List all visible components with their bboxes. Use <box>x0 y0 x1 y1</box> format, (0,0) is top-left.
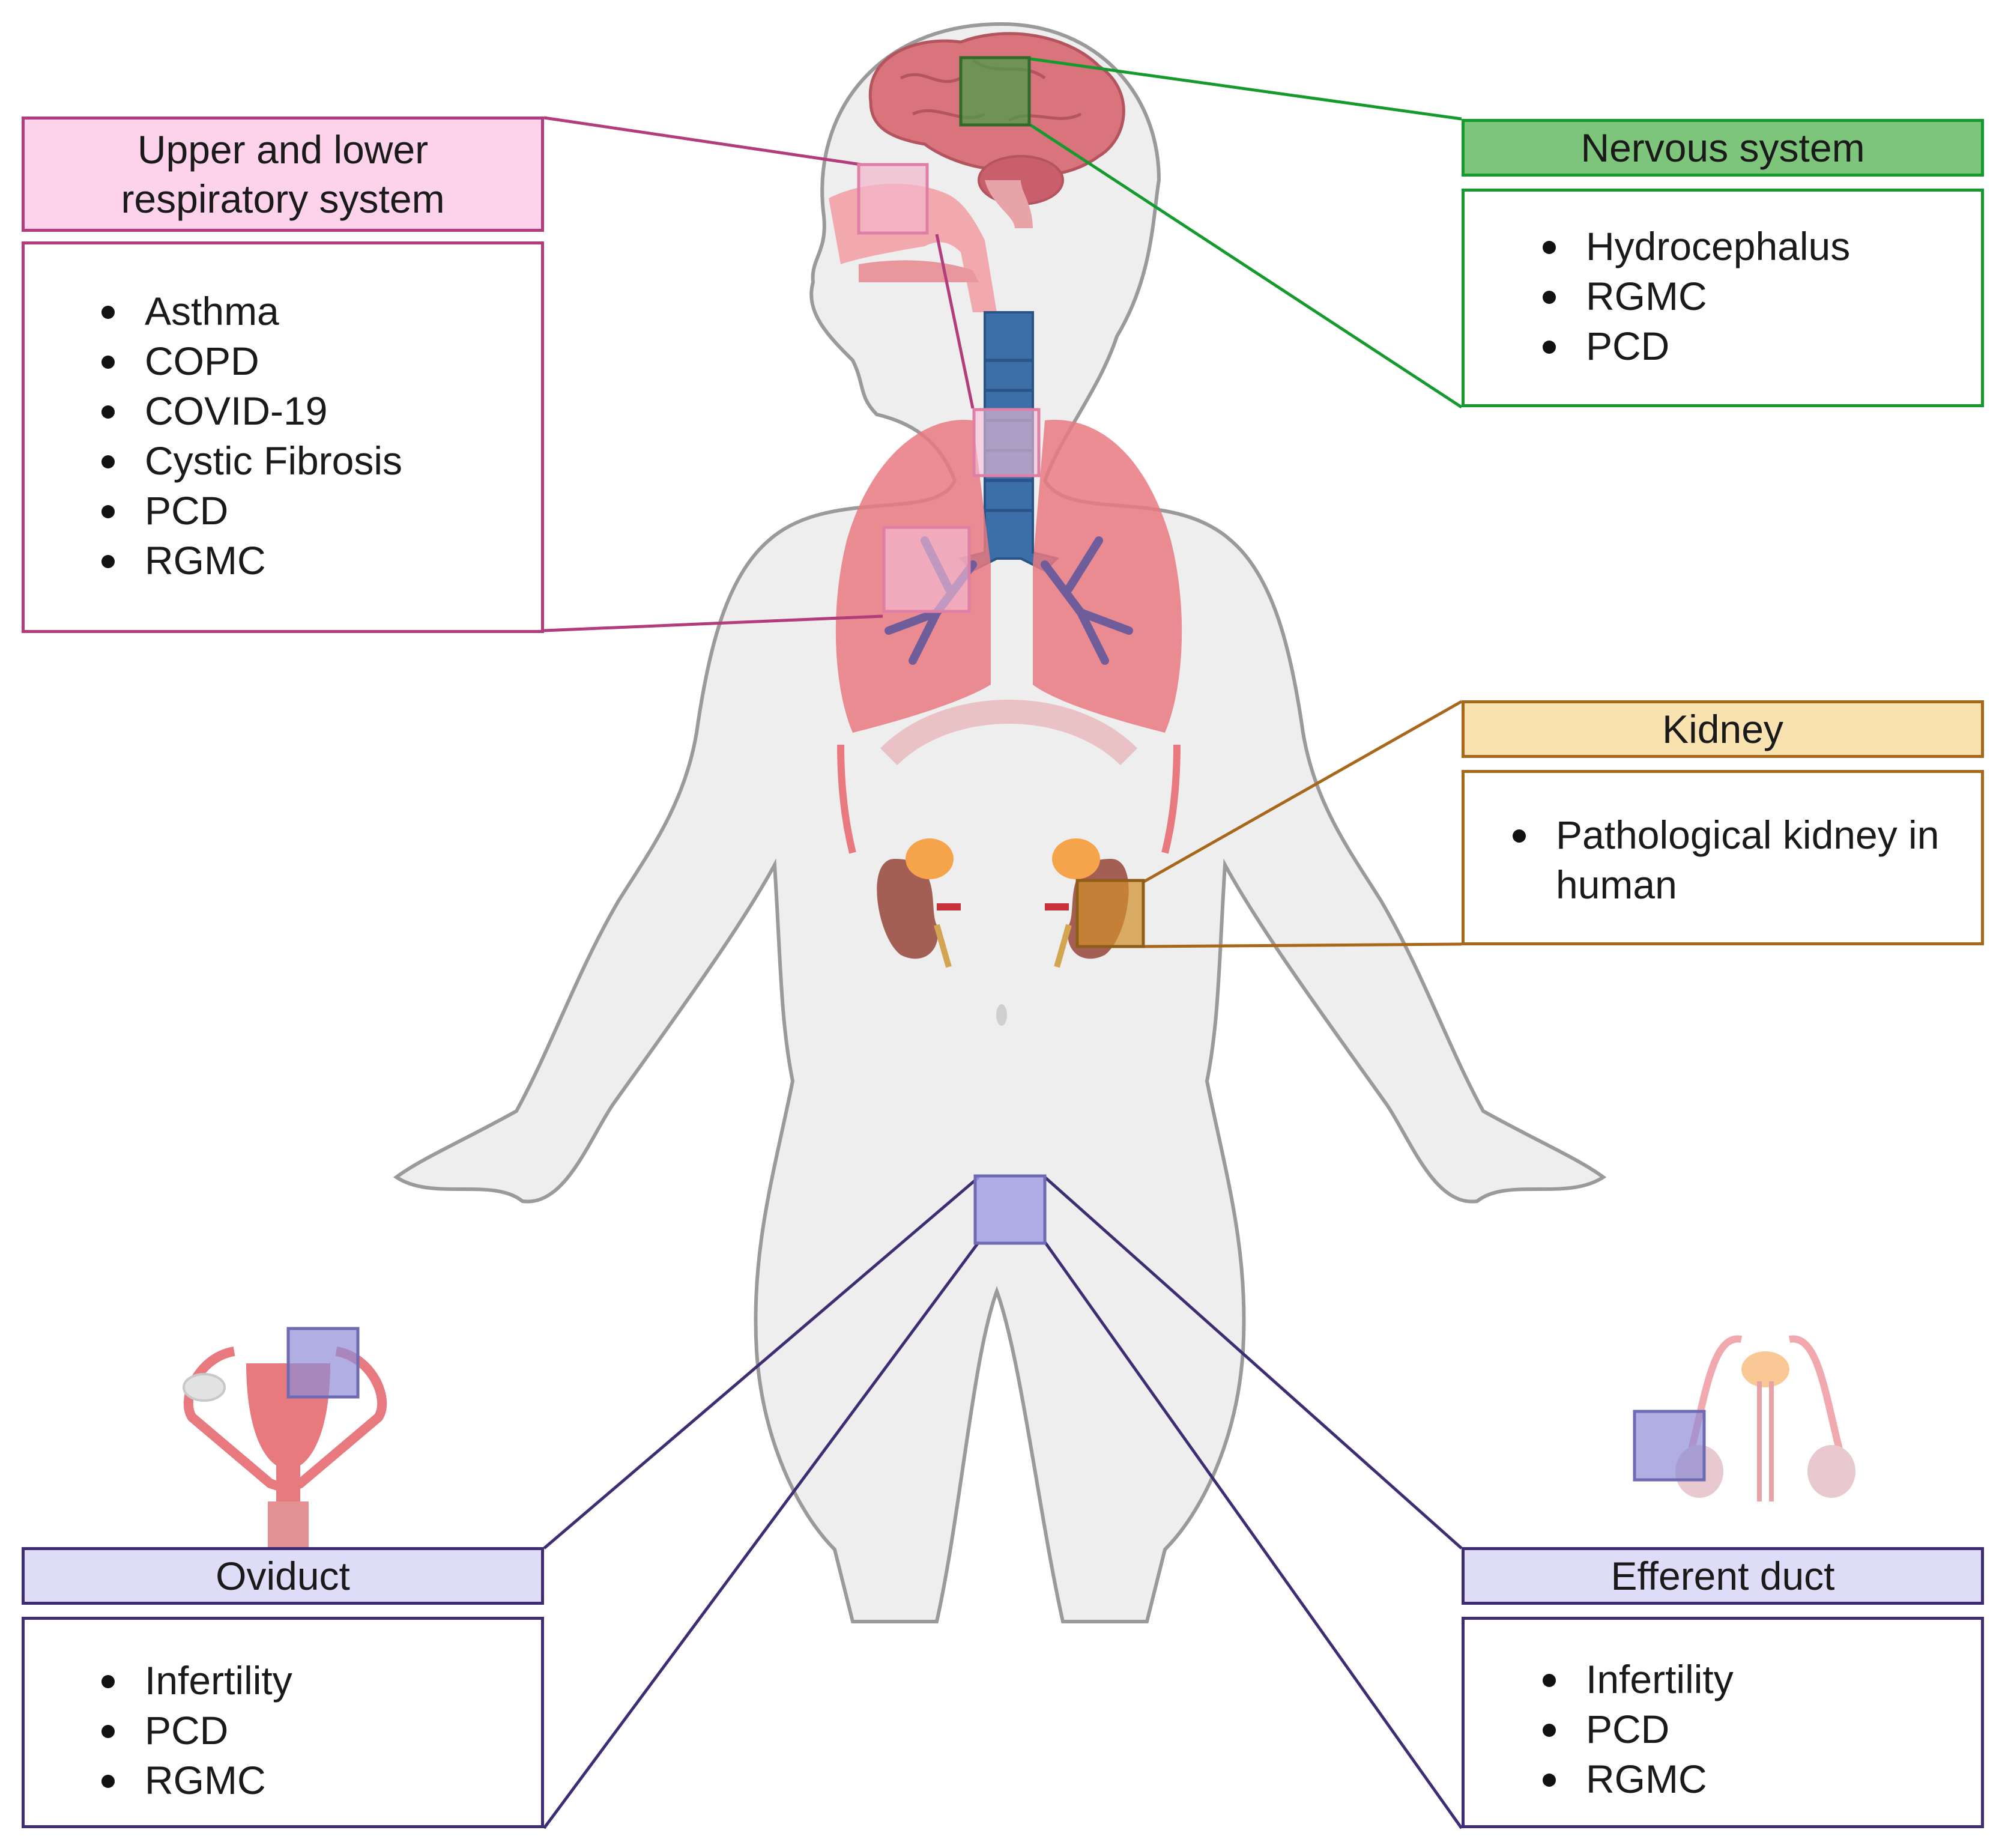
list-item: RGMC <box>101 1756 541 1805</box>
groin-marker <box>973 1174 1047 1245</box>
oviduct-title: Oviduct <box>22 1547 544 1605</box>
kidney-marker <box>1075 879 1145 948</box>
list-item: Infertility <box>101 1656 541 1706</box>
respiratory-title: Upper and lower respiratory system <box>22 117 544 232</box>
list-item: PCD <box>101 1706 541 1756</box>
nervous-disease-list: Hydrocephalus RGMC PCD <box>1462 189 1984 407</box>
respiratory-title-text: Upper and lower respiratory system <box>121 127 445 221</box>
body-silhouette <box>393 22 1607 1623</box>
highlight-markers <box>286 56 1706 1482</box>
uterus-marker <box>286 1327 360 1399</box>
lung-marker <box>882 526 971 613</box>
nervous-marker <box>959 56 1031 127</box>
efferent-duct-title: Efferent duct <box>1462 1547 1984 1605</box>
list-item: Asthma <box>101 286 541 336</box>
trachea-marker <box>972 408 1041 477</box>
list-item: PCD <box>1543 321 1981 371</box>
respiratory-disease-list: Asthma COPD COVID-19 Cystic Fibrosis PCD… <box>22 241 544 633</box>
nasal-marker <box>857 163 929 235</box>
list-item: COVID-19 <box>101 386 541 436</box>
list-item: Pathological kidney in human <box>1513 810 1952 910</box>
uterus-illustration <box>183 1347 387 1550</box>
list-item: PCD <box>1543 1704 1981 1754</box>
list-item: Cystic Fibrosis <box>101 436 541 486</box>
list-item: RGMC <box>101 536 541 586</box>
kidney-title: Kidney <box>1462 700 1984 758</box>
oviduct-disease-list: Infertility PCD RGMC <box>22 1617 544 1828</box>
connector-lines <box>542 57 1463 1829</box>
list-item: PCD <box>101 486 541 536</box>
efferent-duct-disease-list: Infertility PCD RGMC <box>1462 1617 1984 1828</box>
nervous-title: Nervous system <box>1462 119 1984 177</box>
testis-marker <box>1633 1410 1706 1482</box>
kidney-disease-list: Pathological kidney in human <box>1462 770 1984 945</box>
list-item: Infertility <box>1543 1655 1981 1704</box>
list-item: RGMC <box>1543 1754 1981 1804</box>
list-item: Hydrocephalus <box>1543 222 1981 271</box>
list-item: COPD <box>101 336 541 386</box>
list-item: RGMC <box>1543 271 1981 321</box>
